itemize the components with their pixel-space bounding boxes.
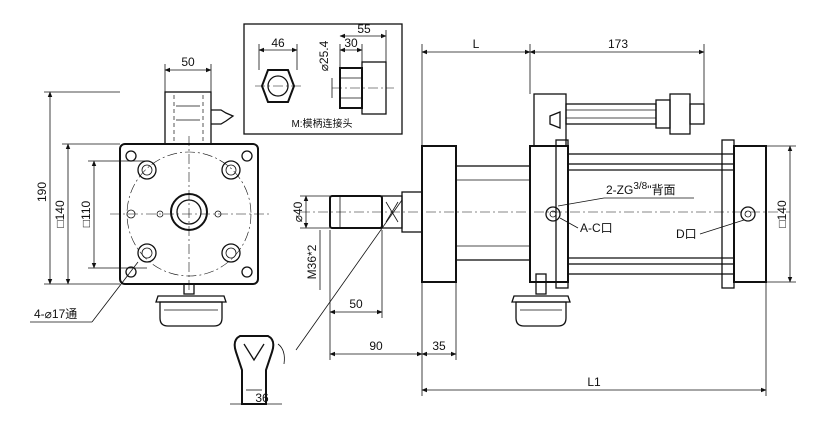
dim-sq140-left: □140 — [53, 200, 67, 228]
dim-sq110: □110 — [79, 200, 93, 227]
dim-173: 173 — [608, 37, 628, 51]
inset-dim-30: 30 — [344, 36, 358, 50]
dim-90: 90 — [369, 339, 383, 353]
dim-sq140-right: □140 — [775, 200, 789, 228]
port-ac: A-C口 — [580, 221, 613, 235]
thread-m36: M36*2 — [305, 244, 319, 279]
end-view: 50 190 — [30, 55, 270, 327]
dim-L1: L1 — [587, 375, 601, 389]
wrench-detail: 36 — [230, 335, 285, 405]
port-d: D口 — [676, 227, 697, 241]
bolt-holes — [137, 160, 241, 263]
inset-dim-46: 46 — [271, 36, 285, 50]
connector-inset: 46 ⌀25.4 30 55 M:模柄连接头 — [243, 22, 403, 135]
dim-35: 35 — [432, 339, 446, 353]
dim-190: 190 — [35, 182, 49, 202]
dim-top-50: 50 — [181, 55, 195, 69]
dim-rod-50: 50 — [349, 297, 363, 311]
wrench-36: 36 — [255, 391, 269, 405]
inset-dim-dia25: ⌀25.4 — [317, 40, 331, 71]
inset-dim-55: 55 — [357, 22, 371, 36]
holes-note: 4-⌀17通 — [34, 307, 77, 321]
port-note: 2-ZG3/8"背面 — [606, 181, 676, 197]
side-view: L 173 ⌀40 M36*2 50 90 35 L1 □140 — [291, 37, 796, 396]
dim-L: L — [473, 37, 480, 51]
inset-caption: M:模柄连接头 — [291, 117, 352, 130]
dim-dia40: ⌀40 — [291, 201, 305, 222]
